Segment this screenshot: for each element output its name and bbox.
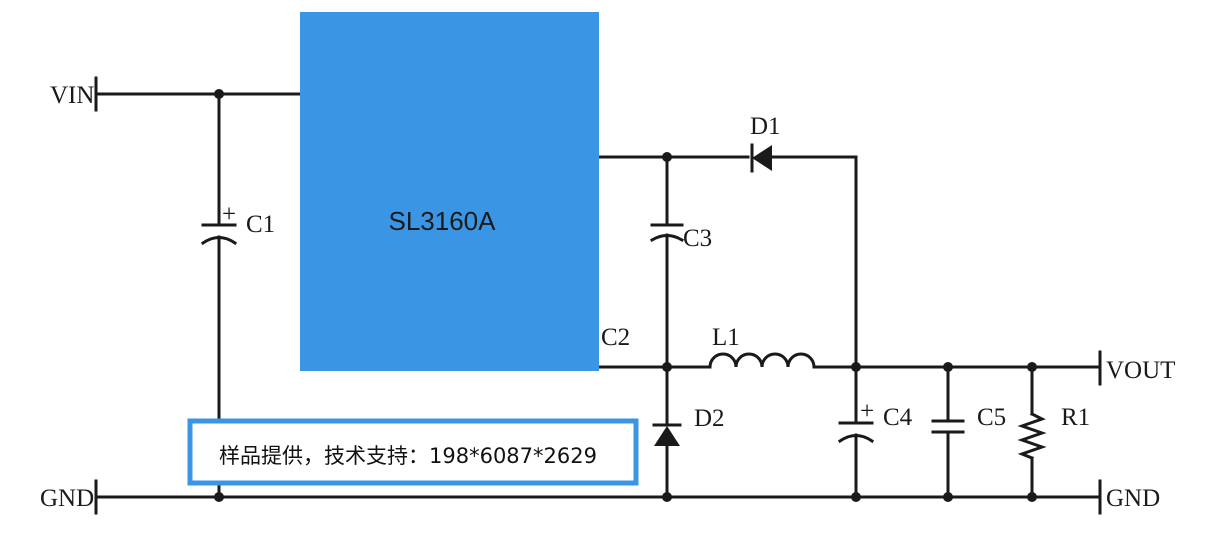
capacitor-c5: C5 [931, 365, 1006, 499]
l1-label: L1 [712, 324, 740, 351]
junction-dot [662, 492, 672, 502]
c4-label: C4 [883, 404, 913, 431]
gnd-terminal-right: GND [1098, 479, 1160, 515]
junction-dot [851, 492, 861, 502]
ic-chip-body [300, 12, 599, 371]
gnd-right-label: GND [1106, 485, 1160, 512]
diode-d2: D2 [652, 365, 725, 499]
junction-dot [1027, 492, 1037, 502]
ic-chip-label: SL3160A [389, 206, 497, 236]
contact-note-text: 样品提供，技术支持：198*6087*2629 [219, 444, 597, 468]
gnd-terminal-left: GND [40, 479, 1102, 515]
r1-label: R1 [1061, 404, 1090, 431]
diode-d1: D1 [750, 113, 858, 369]
contact-note: 样品提供，技术支持：198*6087*2629 [187, 418, 639, 486]
vout-terminal: VOUT [1098, 350, 1175, 386]
vin-terminal: VIN [50, 76, 302, 112]
junction-dot [943, 492, 953, 502]
ic-chip: SL3160A [300, 12, 599, 371]
d2-label: D2 [694, 405, 725, 432]
c4-polarity-mark: + [860, 398, 874, 425]
d1-label: D1 [750, 113, 781, 140]
vout-label: VOUT [1106, 357, 1175, 384]
junction-dot [214, 89, 224, 99]
capacitor-c4: + C4 [837, 365, 913, 499]
c1-polarity-mark: + [222, 201, 236, 228]
c3-label: C3 [683, 225, 712, 252]
inductor-l1: L1 [708, 324, 1102, 369]
c2-label: C2 [601, 324, 630, 351]
capacitor-c3: C3 [649, 155, 712, 369]
vin-label: VIN [50, 82, 94, 109]
junction-dot [214, 492, 224, 502]
gnd-left-label: GND [40, 485, 94, 512]
c5-label: C5 [977, 404, 1006, 431]
resistor-r1: R1 [1017, 365, 1090, 499]
contact-note-box [187, 418, 639, 486]
c1-label: C1 [246, 211, 275, 238]
